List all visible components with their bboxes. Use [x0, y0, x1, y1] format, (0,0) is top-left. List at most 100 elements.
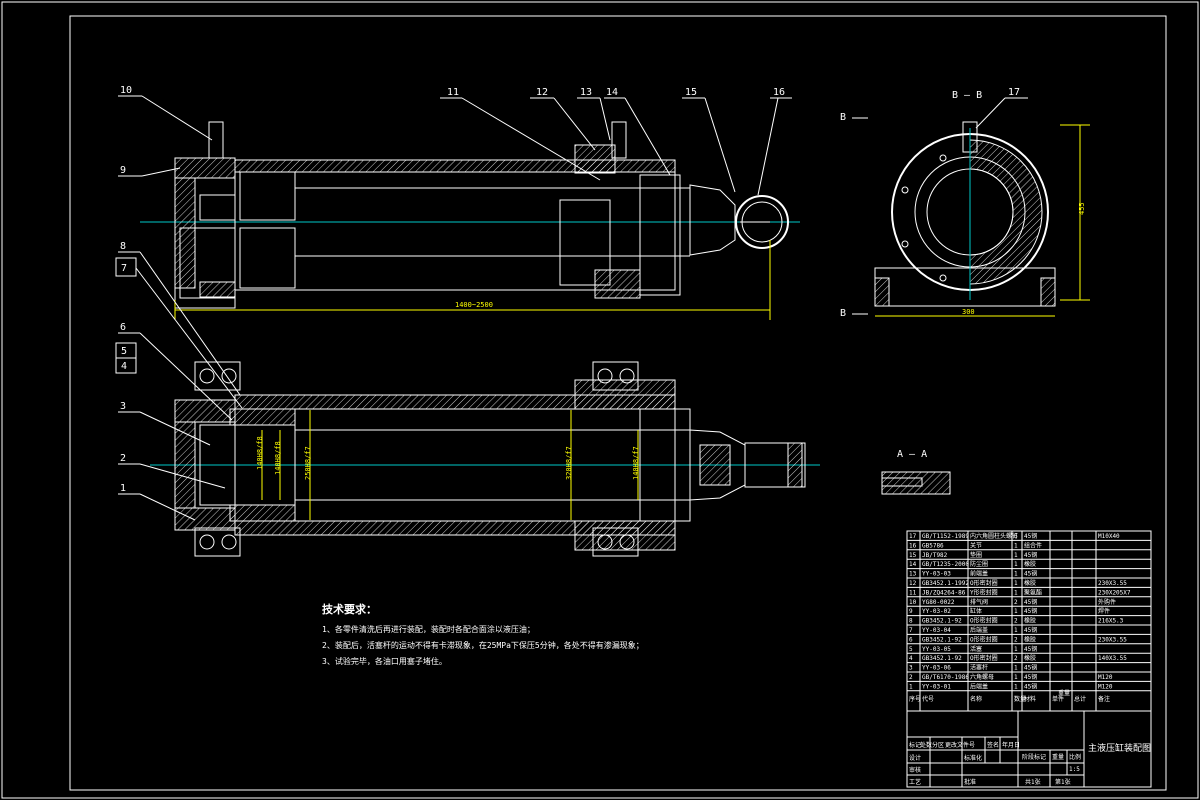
bom-cell-mat: 45钢: [1024, 645, 1037, 653]
callout-6: 6: [120, 322, 126, 333]
tech-notes-heading: 技术要求：: [322, 602, 377, 616]
callout-11: 11: [447, 87, 459, 98]
bom-cell-code: YY-03-03: [922, 571, 951, 578]
bom-cell-no: 2: [909, 674, 913, 681]
bom-cell-qty: 1: [1014, 608, 1018, 615]
bom-cell-note: 外购件: [1098, 598, 1116, 606]
bom-cell-note: 230X205X7: [1098, 589, 1131, 596]
bom-cell-no: 1: [909, 683, 913, 690]
callout-16: 16: [773, 87, 785, 98]
bom-cell-name: 垫圈: [970, 551, 982, 559]
bom-header-note: 备注: [1098, 695, 1110, 703]
bom-cell-mat: 45钢: [1024, 598, 1037, 606]
bom-cell-name: 内六角圆柱头螺钉: [970, 532, 1018, 540]
dim-d2: 250H8/f7: [304, 446, 312, 480]
bom-cell-name: O形密封圈: [970, 617, 998, 625]
callout-13: 13: [580, 87, 592, 98]
stage-label: 阶段标记: [1022, 753, 1046, 761]
bom-cell-code: GB3452.1-1992: [922, 580, 969, 587]
bom-cell-note: 216X5.3: [1098, 618, 1124, 625]
bom-cell-mat: 45钢: [1024, 570, 1037, 578]
bom-cell-note: 230X3.55: [1098, 636, 1127, 643]
bom-cell-note: M10X40: [1098, 533, 1120, 540]
bom-cell-name: 缸体: [970, 607, 982, 615]
scale-value: 1:5: [1069, 766, 1080, 773]
bom-cell-no: 5: [909, 646, 913, 653]
bom-cell-qty: 2: [1014, 618, 1018, 625]
tb-change-doc: 更改文件号: [945, 741, 975, 749]
bom-cell-qty: 1: [1014, 627, 1018, 634]
tech-note-2: 2、装配后，活塞杆的运动不得有卡滞现象，在25MPa下保压5分钟，各处不得有渗漏…: [322, 640, 644, 650]
bom-cell-note: M120: [1098, 683, 1113, 690]
callout-7: 7: [121, 263, 127, 274]
bom-cell-mat: 聚氨酯: [1024, 588, 1042, 596]
tb-date: 年月日: [1002, 741, 1020, 749]
bom-cell-mat: 45钢: [1024, 682, 1037, 690]
tb-check: 审核: [909, 766, 921, 774]
callout-12: 12: [536, 87, 548, 98]
bom-cell-qty: 1: [1014, 683, 1018, 690]
bom-cell-no: 17: [909, 533, 917, 540]
bom-cell-code: GB3452.1-92: [922, 636, 962, 643]
bom-cell-code: GB/T1152-1989: [922, 533, 969, 540]
cylinder-top-view: 1400~2500: [140, 121, 800, 320]
bom-cell-mat: 组合件: [1024, 541, 1042, 549]
b-mark-bottom: B: [840, 308, 846, 319]
bom-cell-no: 14: [909, 561, 917, 568]
bom-cell-name: O形密封圈: [970, 635, 998, 643]
bom-header-code: 代号: [922, 695, 934, 703]
tb-sign: 签名: [987, 741, 999, 749]
bom-cell-code: YG80-0022: [922, 599, 955, 606]
bom-cell-name: 防尘圈: [970, 560, 988, 568]
weight-label: 重量: [1052, 753, 1064, 761]
bom-cell-mat: 45钢: [1024, 551, 1037, 559]
bb-title: B — B: [952, 90, 982, 101]
bom-cell-name: 关节: [970, 541, 982, 549]
bom-cell-no: 8: [909, 618, 913, 625]
bom-header-mat: 材料: [1024, 695, 1036, 703]
bom-cell-qty: 2: [1014, 655, 1018, 662]
bom-cell-no: 9: [909, 608, 913, 615]
tb-approve: 批准: [964, 778, 976, 786]
bom-cell-mat: 橡胶: [1024, 579, 1036, 587]
callout-15: 15: [685, 87, 697, 98]
bom-cell-name: Y形密封圈: [970, 588, 998, 596]
bom-cell-qty: 1: [1014, 580, 1018, 587]
bom-cell-mat: 45钢: [1024, 673, 1037, 681]
bom-header-name: 名称: [970, 695, 982, 703]
bom-cell-qty: 1: [1014, 552, 1018, 559]
bom-cell-code: GB/T1235-2000: [922, 561, 969, 568]
bom-cell-qty: 1: [1014, 561, 1018, 568]
bom-cell-code: GB3452.1-92: [922, 618, 962, 625]
tech-note-1: 1、各零件清洗后再进行装配，装配时各配合面涂以液压油；: [322, 624, 535, 634]
aa-title: A — A: [897, 449, 927, 460]
bom-cell-mat: 橡胶: [1024, 617, 1036, 625]
callout-1: 1: [120, 483, 126, 494]
b-mark-top: B: [840, 112, 846, 123]
bom-cell-name: O形密封圈: [970, 654, 998, 662]
bom-cell-qty: 2: [1014, 599, 1018, 606]
bom-cell-qty: 2: [1014, 636, 1018, 643]
bom-cell-name: 六角螺母: [970, 673, 994, 681]
end-view-bb: B — B B B 455 300: [840, 90, 1090, 319]
bom-cell-name: 活塞: [970, 645, 982, 653]
tb-std: 标准化: [964, 754, 982, 762]
bom-cell-mat: 45钢: [1024, 664, 1037, 672]
bom-cell-qty: 1: [1014, 674, 1018, 681]
bom-cell-mat: 45钢: [1024, 626, 1037, 634]
bom-cell-code: GB3452.1-92: [922, 655, 962, 662]
callout-leaders: [115, 95, 1028, 521]
bom-cell-qty: 1: [1014, 571, 1018, 578]
drawing-title: 主液压缸装配图: [1088, 742, 1151, 754]
cylinder-section-view: 140H8/f8 140H8/f8 250H8/f7 320H8/f7 140H…: [150, 361, 820, 557]
callout-8: 8: [120, 241, 126, 252]
dim-end-height: 455: [1078, 202, 1086, 215]
bom-cell-note: 焊件: [1098, 607, 1110, 615]
dim-overall-length: 1400~2500: [455, 301, 493, 309]
tb-design: 设计: [909, 754, 921, 762]
bom-cell-qty: 1: [1014, 646, 1018, 653]
bom-cell-no: 11: [909, 589, 917, 596]
bom-cell-name: 排气阀: [970, 598, 988, 606]
